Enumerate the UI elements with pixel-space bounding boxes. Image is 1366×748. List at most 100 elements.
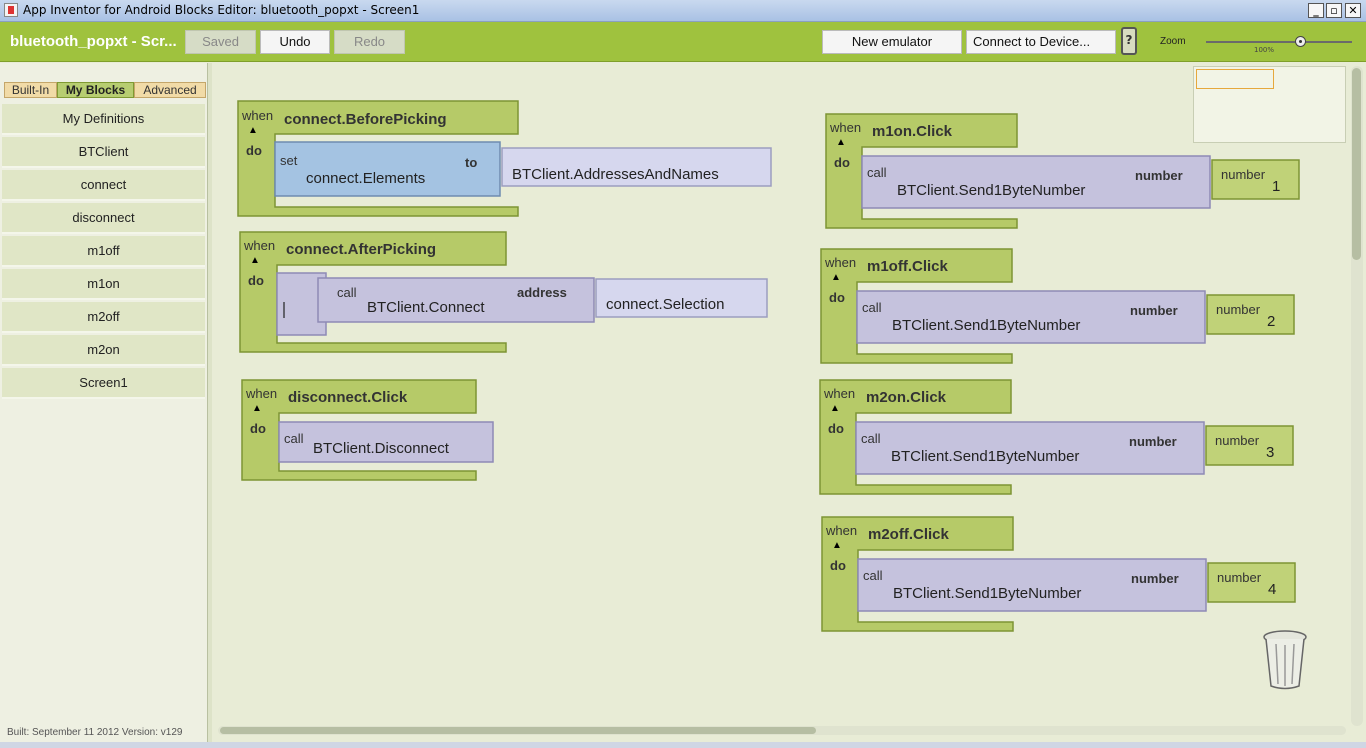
vertical-scroll-thumb[interactable] [1352,68,1361,260]
event-name: m2on.Click [866,389,947,406]
redo-button[interactable]: Redo [334,30,405,54]
number-block-1[interactable]: number 1 [1211,159,1300,200]
event-name: connect.BeforePicking [284,111,447,128]
method-name: BTClient.Connect [367,299,485,316]
call-block-btclient-connect[interactable]: call BTClient.Connect address [317,277,595,323]
number-block-2[interactable]: number 2 [1206,294,1295,335]
horizontal-scroll-thumb[interactable] [220,727,816,734]
drawer-item-connect[interactable]: connect [2,170,205,201]
number-param-label: number [1131,571,1179,586]
drawer-item-m2off[interactable]: m2off [2,302,205,333]
blocks-drawer-panel: Built-In My Blocks Advanced My Definitio… [0,63,208,748]
call-block-send1bytenumber-4[interactable]: call BTClient.Send1ByteNumber number [857,558,1207,612]
when-label: when [241,108,273,123]
do-label: do [834,155,850,170]
number-param-label: number [1129,434,1177,449]
drawer-tabs: Built-In My Blocks Advanced [4,82,206,98]
method-name: BTClient.Send1ByteNumber [892,317,1080,334]
to-label: to [465,155,477,170]
event-block-connect-beforepicking[interactable]: when ▲ connect.BeforePicking do [237,100,519,217]
drawer-item-screen1[interactable]: Screen1 [2,368,205,399]
drawer-item-btclient[interactable]: BTClient [2,137,205,168]
phone-icon[interactable]: ? [1121,27,1137,55]
tab-advanced[interactable]: Advanced [134,82,206,98]
drawer-item-m2on[interactable]: m2on [2,335,205,366]
event-block-disconnect-click[interactable]: when ▲ disconnect.Click do [241,379,477,481]
do-label: do [246,143,262,158]
number-value[interactable]: 1 [1272,178,1280,195]
event-block-m2on-click[interactable]: when ▲ m2on.Click do [819,379,1012,495]
method-name: BTClient.Disconnect [313,440,450,457]
number-label: number [1221,167,1266,182]
zoom-slider-knob[interactable] [1295,36,1306,47]
number-value[interactable]: 3 [1266,444,1274,461]
when-label: when [823,386,855,401]
value-name: BTClient.AddressesAndNames [512,166,719,183]
event-name: disconnect.Click [288,389,408,406]
editor-toolbar: bluetooth_popxt - Scr... Saved Undo Redo… [0,22,1366,62]
value-block-btclient-addressesandnames[interactable]: BTClient.AddressesAndNames [501,147,772,187]
number-block-4[interactable]: number 4 [1207,562,1296,603]
do-label: do [829,290,845,305]
trash-icon[interactable] [1262,628,1308,690]
when-label: when [829,120,861,135]
value-name: connect.Selection [606,296,724,313]
zoom-slider-track[interactable] [1206,41,1352,43]
do-label: do [248,273,264,288]
when-label: when [245,386,277,401]
event-block-m1on-click[interactable]: when ▲ m1on.Click do [825,113,1018,229]
set-block-connect-elements[interactable]: set connect.Elements to [274,141,501,197]
call-label: call [862,300,882,315]
new-emulator-button[interactable]: New emulator [822,30,962,54]
project-name: bluetooth_popxt - Scr... [10,33,177,50]
workspace-minimap[interactable] [1193,66,1346,143]
undo-button[interactable]: Undo [260,30,330,54]
minimize-button[interactable]: _ [1308,3,1324,18]
drawer-item-m1on[interactable]: m1on [2,269,205,300]
tab-built-in[interactable]: Built-In [4,82,57,98]
event-block-m1off-click[interactable]: when ▲ m1off.Click do [820,248,1013,364]
tab-my-blocks[interactable]: My Blocks [57,82,134,98]
drawer-item-my-definitions[interactable]: My Definitions [2,104,205,135]
collapse-icon[interactable]: ▲ [250,255,260,266]
collapse-icon[interactable]: ▲ [836,137,846,148]
build-info: Built: September 11 2012 Version: v129 [7,727,183,738]
drawer-item-disconnect[interactable]: disconnect [2,203,205,234]
call-block-send1bytenumber-3[interactable]: call BTClient.Send1ByteNumber number [855,421,1205,475]
number-value[interactable]: 2 [1267,313,1275,330]
event-name: connect.AfterPicking [286,241,436,258]
zoom-percent: 100% [1254,46,1275,54]
collapse-icon[interactable]: ▲ [831,272,841,283]
call-block-btclient-disconnect[interactable]: call BTClient.Disconnect [278,421,494,463]
call-block-send1bytenumber-2[interactable]: call BTClient.Send1ByteNumber number [856,290,1206,344]
number-label: number [1216,302,1261,317]
panel-splitter[interactable] [208,63,212,748]
event-block-m2off-click[interactable]: when ▲ m2off.Click do [821,516,1014,632]
collapse-icon[interactable]: ▲ [832,540,842,551]
number-value[interactable]: 4 [1268,581,1276,598]
maximize-button[interactable]: ▫ [1326,3,1342,18]
set-label: set [280,153,298,168]
event-name: m1on.Click [872,123,953,140]
do-label: do [830,558,846,573]
when-label: when [825,523,857,538]
window-title: App Inventor for Android Blocks Editor: … [23,3,420,17]
call-block-send1bytenumber-1[interactable]: call BTClient.Send1ByteNumber number [861,155,1211,209]
collapse-icon[interactable]: ▲ [252,403,262,414]
collapse-icon[interactable]: ▲ [830,403,840,414]
minimap-viewport[interactable] [1196,69,1274,89]
method-name: BTClient.Send1ByteNumber [893,585,1081,602]
close-button[interactable]: ✕ [1345,3,1361,18]
number-block-3[interactable]: number 3 [1205,425,1294,466]
collapse-icon[interactable]: ▲ [248,125,258,136]
connect-device-dropdown[interactable]: Connect to Device... [966,30,1116,54]
do-label: do [828,421,844,436]
drawer-item-m1off[interactable]: m1off [2,236,205,267]
number-param-label: number [1135,168,1183,183]
event-name: m1off.Click [867,258,949,275]
call-label: call [284,431,304,446]
event-block-connect-afterpicking[interactable]: when ▲ connect.AfterPicking do [239,231,507,353]
saved-button[interactable]: Saved [185,30,256,54]
value-block-connect-selection[interactable]: connect.Selection [595,278,768,318]
